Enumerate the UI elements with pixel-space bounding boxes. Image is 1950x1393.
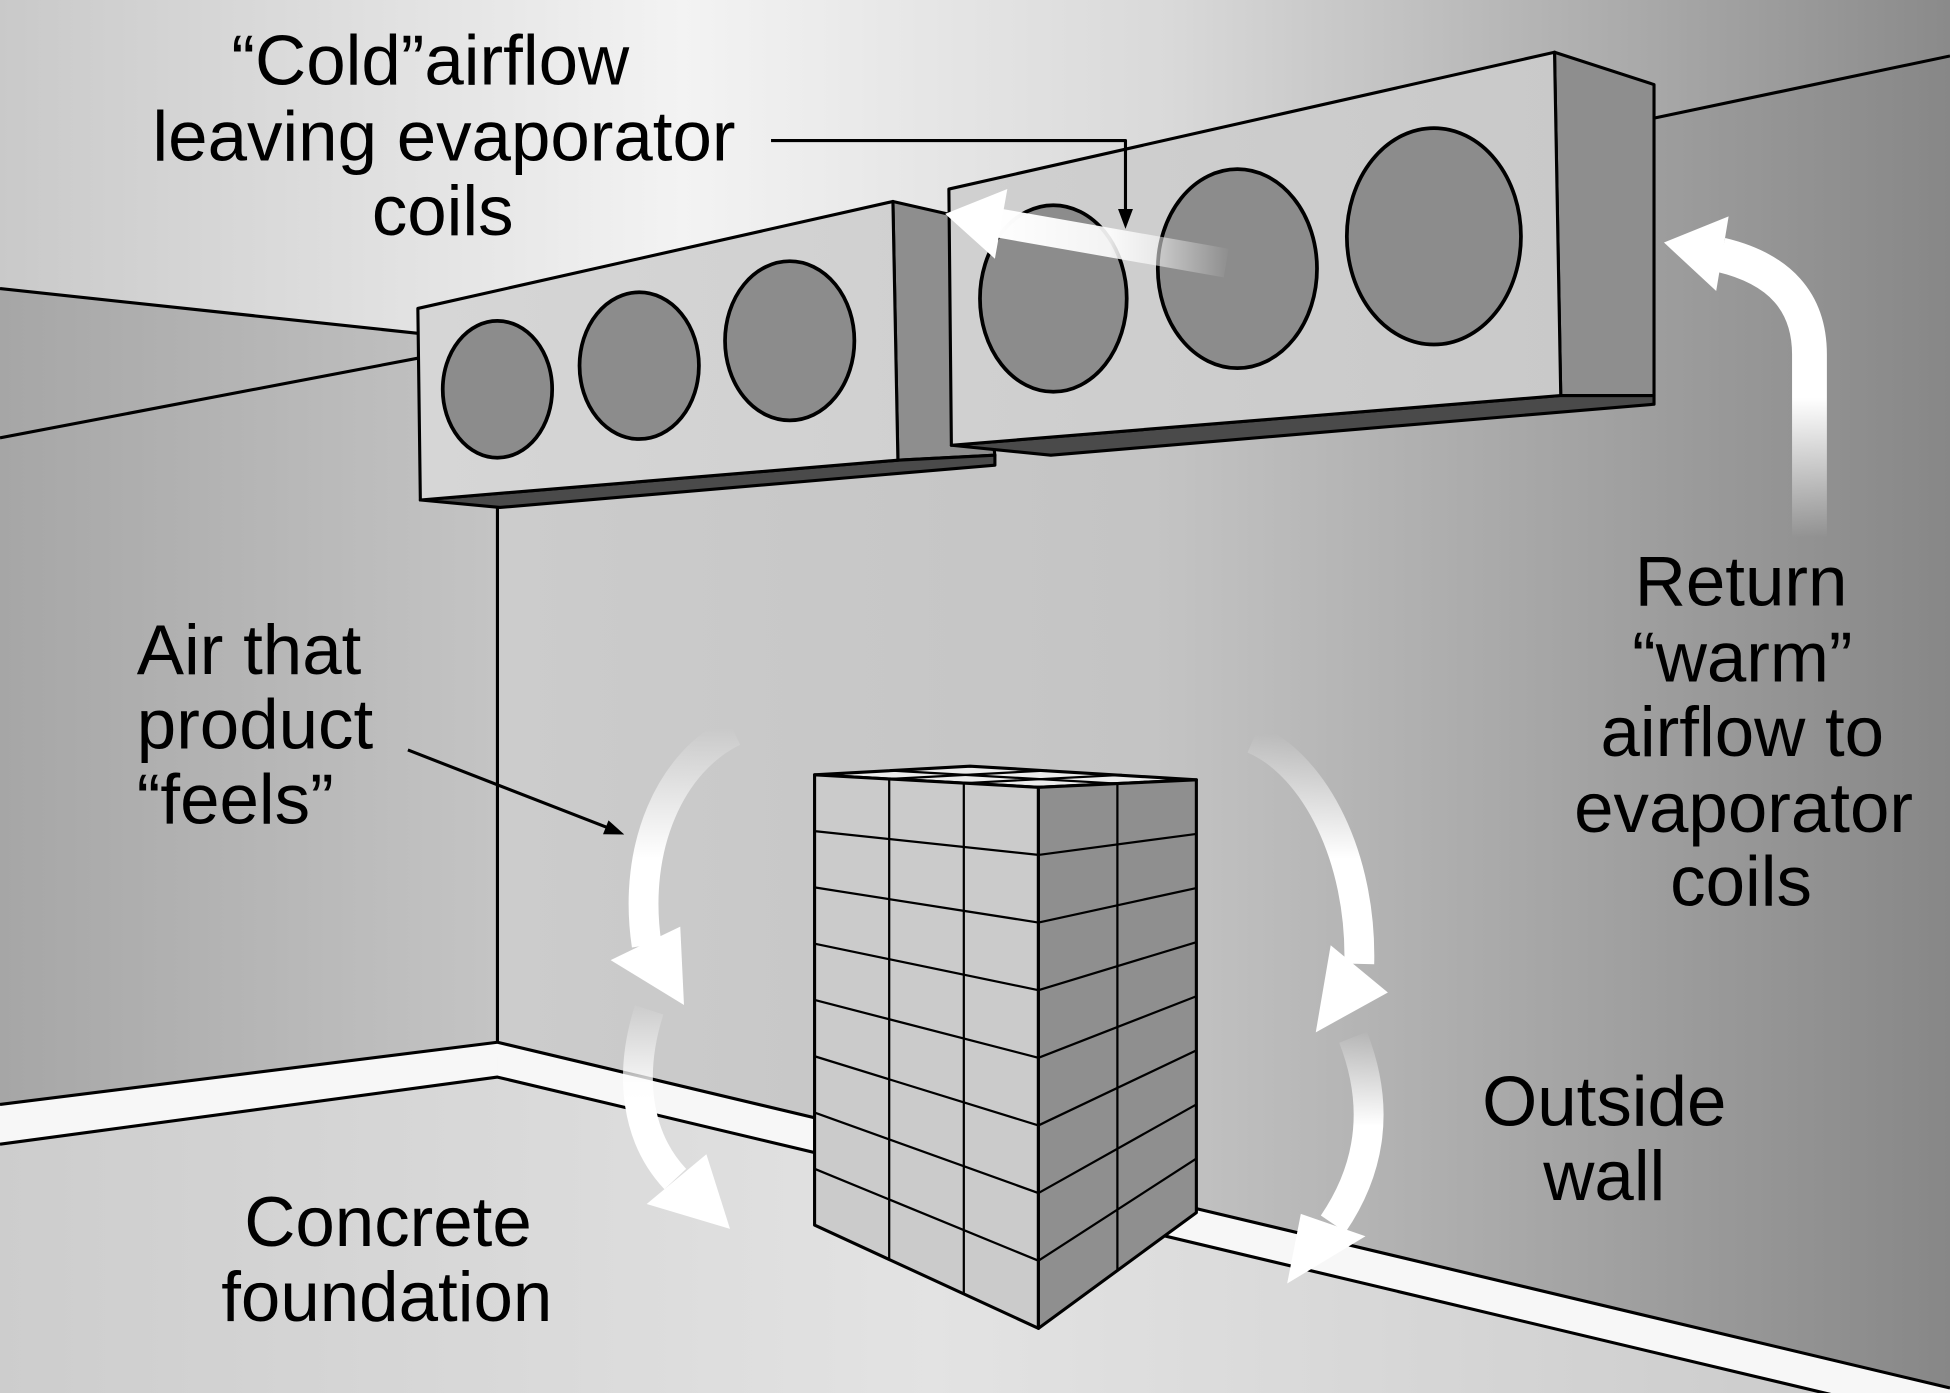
product-airflow-arrows [610,717,1388,1284]
left-baseboard [0,1042,498,1145]
cold-airflow-leader-line [771,138,1128,214]
product-air-label-line: Air that [137,611,362,690]
return-airflow-label-line: coils [1670,842,1812,921]
product-front-row-line [814,886,1039,924]
product-grid [814,769,1197,1294]
product-front-row-line [814,1055,1039,1127]
evaporator-unit-right [947,50,1656,457]
cold-airflow-arrow-shaft [997,208,1229,278]
product-front-row-line [814,998,1039,1059]
return-airflow-label-line: “warm” [1632,619,1852,698]
return-airflow-arrow [1663,216,1827,538]
concrete-foundation-label-line: foundation [221,1258,552,1337]
left-wall [0,288,498,1105]
left-wall-top-edge [0,356,419,440]
fan-circle [723,259,857,423]
product-air-label: Air that product “feels” [137,611,374,839]
outside-wall-label-line: wall [1542,1137,1665,1216]
return-airflow-arrowhead [1663,216,1729,292]
cold-airflow-leader [771,138,1133,229]
product-front-row-line [814,942,1039,992]
left-upper-airflow-shaft [628,717,741,948]
right-lower-airflow-arrowhead [1287,1213,1366,1284]
outside-wall-label-line: Outside [1482,1063,1726,1142]
product-air-label-line: “feels” [137,760,334,839]
return-airflow-label: Return “warm” airflow to evaporator coil… [1574,543,1913,922]
cold-airflow-label-line: coils [372,172,514,251]
cold-airflow-arrow [945,189,1229,278]
return-airflow-label-line: evaporator [1574,769,1913,848]
left-lower-airflow-arrowhead [646,1154,731,1229]
product-air-leader-line [407,748,610,830]
fan-circle [577,290,701,441]
product-air-leader [407,748,625,835]
fan-circle [1344,126,1523,347]
outside-wall-label: Outside wall [1482,1063,1726,1217]
fan-circle [1155,167,1319,371]
cold-airflow-label-line: leaving evaporator [152,97,735,176]
right-lower-airflow-shaft [1320,1031,1384,1233]
left-upper-airflow-arrowhead [610,926,684,1005]
evaporator-right-side [1552,50,1656,398]
product-air-label-line: product [137,686,374,765]
baseboard-top-edge [0,1040,1950,1390]
left-ceiling-edge [0,287,419,335]
concrete-foundation-label-line: Concrete [244,1183,532,1262]
cold-airflow-leader-arrowhead [1118,208,1133,229]
fan-circle [440,319,555,460]
product-front-row-line [814,1167,1039,1262]
product-top-grid-line [891,769,1117,785]
right-upper-airflow-shaft [1246,725,1375,965]
left-lower-airflow-shaft [623,1005,687,1190]
product-front-row-line [814,1111,1039,1195]
return-airflow-label-line: Return [1635,543,1848,622]
cold-airflow-label-line: “Cold”airflow [231,22,630,101]
baseboard-bottom-edge [0,1075,1832,1393]
right-upper-airflow-arrowhead [1315,945,1388,1033]
return-airflow-label-line: airflow to [1601,693,1885,772]
concrete-foundation-label: Concrete foundation [221,1183,552,1337]
product-air-leader-arrowhead [603,820,625,835]
cold-airflow-label: “Cold”airflow leaving evaporator coils [152,22,735,251]
product-stack [813,764,1198,1330]
back-ceiling-edge [1653,54,1950,120]
return-airflow-arrow-shaft [1716,238,1827,538]
product-front-row-line [814,830,1039,857]
cold-airflow-arrowhead [945,189,1008,259]
